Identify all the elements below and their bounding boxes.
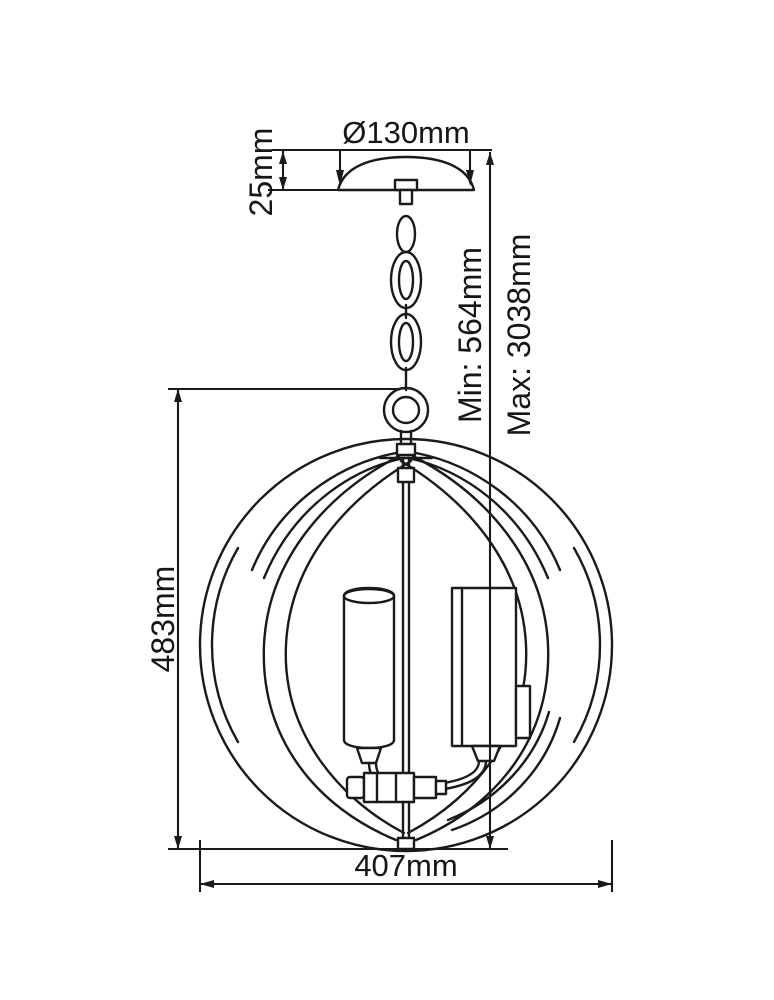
cage-sphere [198,437,614,853]
right-candle-cup [470,744,502,763]
left-candle-top [342,587,396,605]
dimension-canopy-diameter: Ø130mm [272,115,492,186]
fixture-height-label: 483mm [145,566,181,673]
canopy-plate [393,178,419,192]
canopy-height-label: 25mm [243,128,279,217]
hanging-ring [382,386,430,446]
right-candle-bracket [514,684,532,740]
dimension-fixture-width: 407mm [198,840,614,892]
dimension-canopy-height: 25mm [243,128,338,217]
canopy-diameter-label: Ø130mm [342,115,469,150]
hanging-chain [389,214,423,392]
left-candle-cup [355,746,383,765]
max-height-label: Max: 3038mm [501,234,537,437]
dimension-fixture-height: 483mm [145,387,508,851]
central-rod [396,456,416,776]
rod-collar [396,466,416,484]
left-candle [342,586,405,794]
right-candle [412,586,532,794]
min-height-label: Min: 564mm [452,247,488,423]
fixture-width-label: 407mm [354,848,457,883]
canopy-stem [398,188,414,206]
sphere-top-hub [378,442,434,460]
dimension-min-max-height: Min: 564mm Max: 3038mm [452,152,537,849]
ceiling-canopy [336,155,476,206]
bottom-bracket [345,771,448,851]
